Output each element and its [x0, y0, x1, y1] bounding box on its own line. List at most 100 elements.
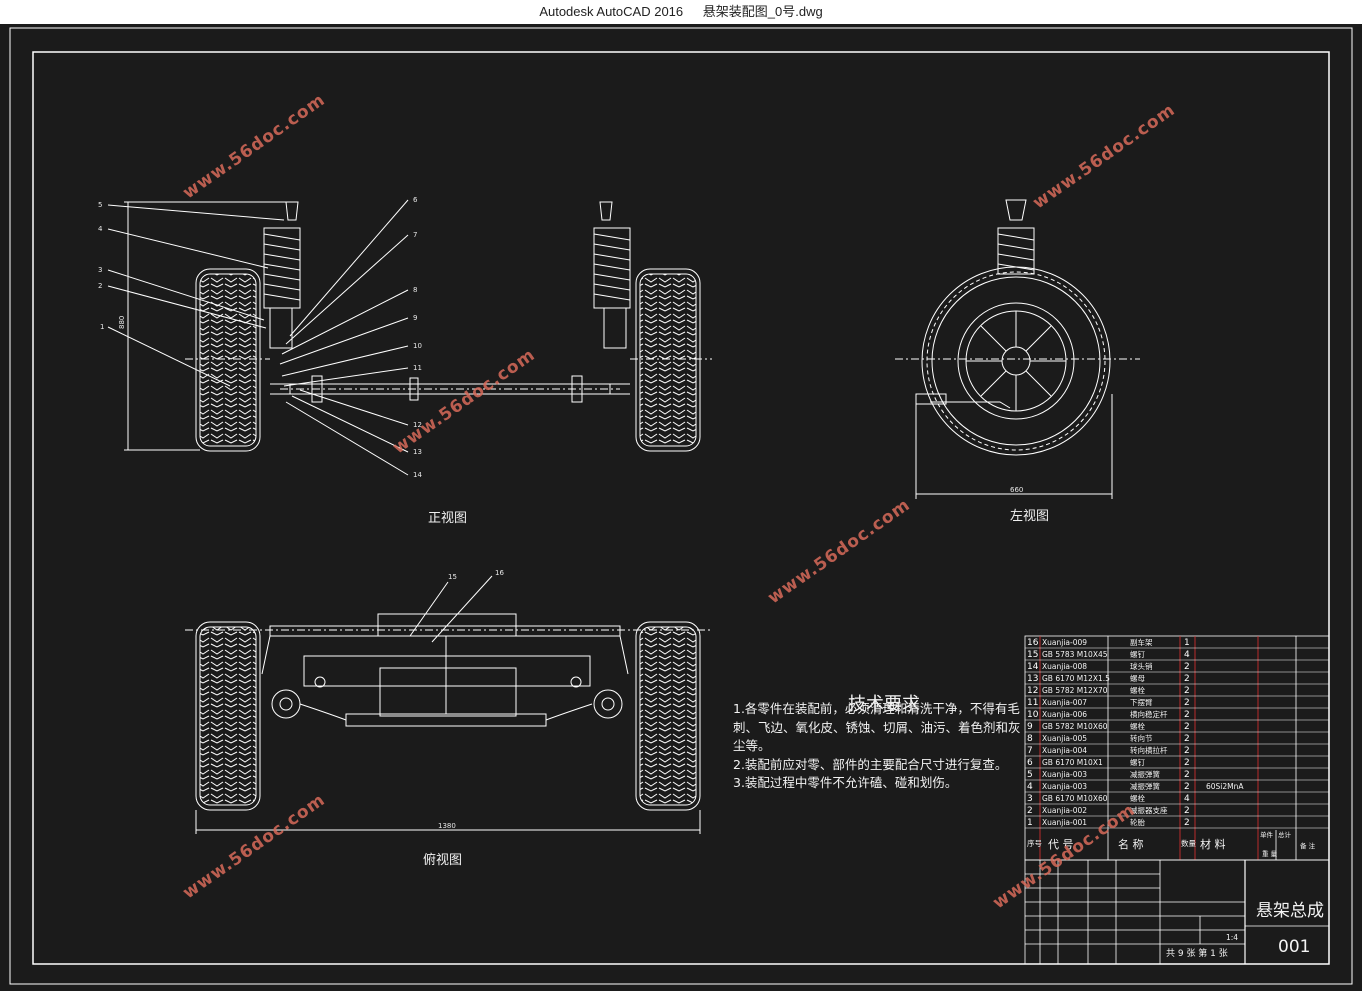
callout-3: 3 [98, 266, 102, 274]
bom-cell-no: 14 [1027, 662, 1039, 672]
front-right-wheel-tread [639, 273, 697, 447]
bom-cell-code: Xuanjia-002 [1042, 806, 1087, 815]
bom-cell-name: 减振器支座 [1130, 805, 1168, 815]
bom-cell-qty: 4 [1184, 794, 1190, 804]
tech-line-3: 3.装配过程中零件不允许磕、碰和划伤。 [733, 775, 958, 790]
bom-header-unit: 单件 [1260, 830, 1274, 839]
bom-cell-name: 螺钉 [1130, 649, 1146, 659]
bom-cell-no: 3 [1027, 794, 1033, 804]
callout-15: 15 [448, 573, 457, 581]
bom-cell-no: 6 [1027, 758, 1033, 768]
front-right-spring-box [593, 227, 631, 309]
bom-header-material: 材 料 [1200, 837, 1226, 851]
left-strut-top [1005, 199, 1027, 221]
app-title: Autodesk AutoCAD 2016 [539, 4, 684, 19]
bom-cell-name: 螺钉 [1130, 757, 1146, 767]
tech-line-2: 2.装配前应对零、部件的主要配合尺寸进行复查。 [733, 756, 1008, 772]
bom-cell-qty: 2 [1184, 722, 1190, 732]
drawing-sheets: 共 9 张 第 1 张 [1166, 947, 1228, 959]
bom-cell-qty: 2 [1184, 698, 1190, 708]
front-view [107, 199, 712, 476]
bom-header-remarks: 备 注 [1300, 841, 1316, 850]
drawing-canvas[interactable]: 5 4 3 2 1 6 7 8 9 10 11 12 13 14 880 正视图… [0, 24, 1362, 987]
left-hub [1001, 346, 1031, 376]
callout-16: 16 [495, 569, 504, 577]
bom-cell-name: 下摆臂 [1130, 697, 1153, 707]
bom-cell-material: 60Si2MnA [1206, 782, 1244, 791]
file-name: 悬架装配图_0号.dwg [702, 4, 823, 19]
tech-requirements-title: 技术要求 [848, 694, 920, 715]
front-left-strut-top [285, 201, 299, 221]
bom-cell-code: Xuanjia-005 [1042, 734, 1087, 743]
left-rim-spokes [966, 311, 1066, 411]
top-view-caption: 俯视图 [423, 852, 462, 868]
left-spring-coils [997, 233, 1035, 271]
top-subframe-box [379, 667, 517, 717]
top-subframe-mid [303, 655, 591, 687]
bom-cell-no: 2 [1027, 806, 1033, 816]
bom-cell-qty: 1 [1184, 638, 1190, 648]
bom-cell-name: 减振弹簧 [1130, 769, 1160, 779]
bom-cell-no: 10 [1027, 710, 1039, 720]
top-left-wheel [195, 621, 261, 811]
top-left-bushing [271, 689, 301, 719]
bom-cell-name: 副车架 [1130, 637, 1153, 647]
bom-cell-name: 球头销 [1130, 661, 1153, 671]
bom-cell-name: 转向横拉杆 [1130, 745, 1168, 755]
bom-cell-no: 8 [1027, 734, 1033, 744]
bom-cell-code: Xuanjia-006 [1042, 710, 1087, 719]
front-clamp-1 [311, 375, 323, 403]
callout-12: 12 [413, 421, 422, 429]
drawing-name: 悬架总成 [1256, 901, 1324, 921]
callout-10: 10 [413, 342, 422, 350]
bom-cell-code: Xuanjia-008 [1042, 662, 1087, 671]
bom-cell-name: 转向节 [1130, 733, 1153, 743]
callout-1: 1 [100, 323, 104, 331]
bom-cell-name: 螺母 [1130, 673, 1146, 683]
title-block [1024, 859, 1330, 965]
callout-8: 8 [413, 286, 417, 294]
bom-cell-qty: 2 [1184, 734, 1190, 744]
front-callout-labels: 5 4 3 2 1 6 7 8 9 10 11 12 13 14 880 [98, 196, 422, 479]
bom-cell-no: 15 [1027, 650, 1038, 660]
bom-cell-code: Xuanjia-004 [1042, 746, 1087, 755]
top-right-wheel [635, 621, 701, 811]
window-titlebar: Autodesk AutoCAD 2016 悬架装配图_0号.dwg [0, 0, 1362, 24]
front-clamp-2 [409, 377, 419, 401]
bom-cell-qty: 2 [1184, 674, 1190, 684]
bom-cell-qty: 2 [1184, 758, 1190, 768]
top-subframe-top [377, 613, 517, 637]
bom-header-total: 总计 [1278, 830, 1292, 839]
bom-cell-code: Xuanjia-009 [1042, 638, 1087, 647]
bom-cell-code: Xuanjia-001 [1042, 818, 1087, 827]
bom-cell-qty: 2 [1184, 746, 1190, 756]
sheet-inner-border [32, 51, 1330, 965]
front-axle-bar [289, 383, 611, 395]
left-wheel-tread-pattern [926, 271, 1106, 451]
left-view-caption: 左视图 [1010, 509, 1049, 524]
callout-13: 13 [413, 448, 422, 456]
callout-6: 6 [413, 196, 418, 204]
bom-cell-name: 横向稳定杆 [1130, 709, 1168, 719]
left-width-dim: 660 [1010, 486, 1023, 494]
top-right-bushing [593, 689, 623, 719]
front-height-dim: 880 [118, 316, 126, 329]
callout-5: 5 [98, 201, 102, 209]
bom-cell-code: GB 5782 M12X70 [1042, 686, 1108, 695]
bom-cell-name: 螺栓 [1130, 685, 1146, 695]
bom-cell-no: 12 [1027, 686, 1038, 696]
bom-cell-no: 9 [1027, 722, 1033, 732]
front-right-damper [603, 307, 627, 349]
bom-cell-qty: 2 [1184, 818, 1190, 828]
bom-cell-no: 13 [1027, 674, 1038, 684]
bom-table [1024, 635, 1330, 861]
bom-cell-qty: 2 [1184, 782, 1190, 792]
bom-cell-name: 螺栓 [1130, 721, 1146, 731]
front-clamp-3 [571, 375, 583, 403]
bom-cell-qty: 2 [1184, 806, 1190, 816]
callout-2: 2 [98, 282, 102, 290]
callout-7: 7 [413, 231, 417, 239]
bom-cell-name: 减振弹簧 [1130, 781, 1160, 791]
left-rim [957, 302, 1075, 420]
